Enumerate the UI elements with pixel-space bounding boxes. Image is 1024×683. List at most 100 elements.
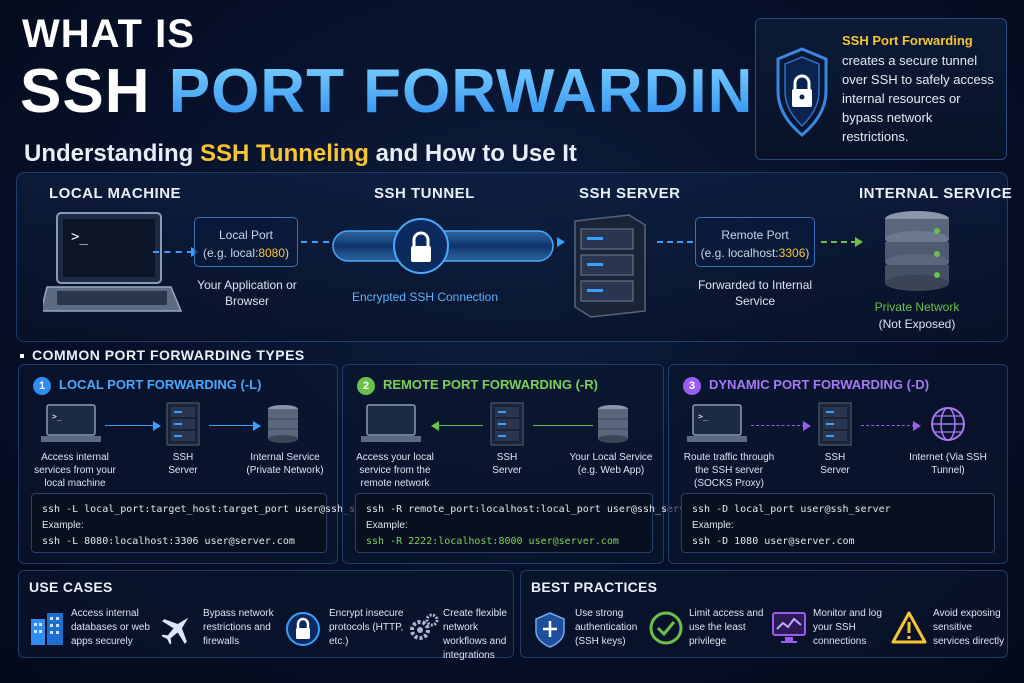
title-line-1: WHAT IS [22,12,195,56]
remote-port-example-suffix: ) [805,246,810,260]
command-example: ssh -D 1080 user@server.com [692,536,855,547]
buildings-icon [31,613,63,645]
tunnel-icon [332,218,554,274]
check-icon [649,611,683,645]
flow-diagram: LOCAL MACHINE >_ Local Port (e.g. local:… [16,172,1012,342]
definition-title: SSH Port Forwarding [842,33,973,48]
type-title-dynamic: 3 DYNAMIC PORT FORWARDING (-D) [683,377,929,395]
local-port-title: Local Port [218,228,274,242]
use-cases-title: USE CASES [29,579,113,595]
remote-caption: Forwarded to Internal Service [697,278,813,308]
best-practice-text: Monitor and log your SSH connections [813,608,882,647]
shield-key-icon [535,612,565,648]
use-cases-panel: USE CASES Access internal databases or w… [18,570,514,661]
local-port-number: 8080 [258,246,286,260]
type-title-text: LOCAL PORT FORWARDING (-L) [59,377,262,392]
warning-icon [891,611,927,644]
server-icon [166,402,200,446]
type-title-text: DYNAMIC PORT FORWARDING (-D) [709,377,930,392]
command-example: ssh -L 8080:localhost:3306 user@server.c… [42,536,295,547]
ssh-tunnel-label: SSH TUNNEL [374,185,475,202]
server-icon [818,402,852,446]
tunnel-caption: Encrypted SSH Connection [351,290,499,304]
database-icon [268,405,298,443]
globe-icon [931,407,965,441]
type-card-remote: 2 REMOTE PORT FORWARDING (-R) Access your… [342,364,698,564]
remote-port-example-prefix: (e.g. localhost: [700,246,779,260]
local-port-example-prefix: (e.g. local: [202,246,259,260]
database-icon [885,211,949,291]
type-caption-mid: SSH Server [492,452,522,476]
type-card-dynamic: 3 DYNAMIC PORT FORWARDING (-D) >_ Route t… [668,364,1008,564]
type-caption-right: Internal Service (Private Network) [246,452,324,476]
use-case-text: Encrypt insecure protocols (HTTP, etc.) [329,608,404,647]
shield-lock-icon [776,47,828,137]
laptop-icon: >_ [41,404,101,442]
type-caption-left: Route traffic through the SSH server (SO… [683,452,775,489]
type-card-local: 1 LOCAL PORT FORWARDING (-L) >_ Access in… [18,364,385,564]
command-box-dynamic: ssh -D local_port user@ssh_server Exampl… [681,493,995,553]
type-title-text: REMOTE PORT FORWARDING (-R) [383,377,598,392]
type-number: 2 [357,377,375,395]
monitor-icon [772,612,806,643]
not-exposed-label: (Not Exposed) [878,317,956,331]
types-heading: COMMON PORT FORWARDING TYPES [20,347,305,363]
subtitle-part-1: Understanding [24,140,194,167]
database-icon [598,405,628,443]
command-syntax: ssh -R remote_port:localhost:local_port … [366,504,698,515]
server-icon [490,402,524,446]
page-title: SSH PORT FORWARDING? [20,56,841,127]
definition-text: creates a secure tunnel over SSH to safe… [842,53,994,144]
subtitle-part-3: and How to Use It [375,140,577,167]
internal-service-label: INTERNAL SERVICE [859,185,1013,202]
best-practice-text: Use strong authentication (SSH keys) [575,608,638,647]
command-box-remote: ssh -R remote_port:localhost:local_port … [355,493,698,553]
type-caption-right: Internet (Via SSH Tunnel) [909,452,987,476]
subtitle: Understanding SSH Tunneling and How to U… [24,140,577,168]
gears-icon [410,613,439,640]
definition-box: SSH Port Forwarding creates a secure tun… [755,18,1007,160]
best-practices-panel: BEST PRACTICES Use strong authentication… [520,570,1008,658]
local-port-box: Local Port (e.g. local:8080) [194,217,298,267]
type-number: 1 [33,377,51,395]
command-box-local: ssh -L local_port:target_host:target_por… [31,493,385,553]
laptop-icon: >_ [687,404,747,442]
local-caption: Your Application or Browser [197,278,297,308]
type-caption-left: Access internal services from your local… [34,452,116,489]
subtitle-highlight: SSH Tunneling [200,140,369,167]
remote-port-title: Remote Port [721,228,789,242]
example-label: Example: [42,520,84,531]
remote-port-number: 3306 [778,246,806,260]
remote-port-box: Remote Port (e.g. localhost:3306) [695,217,815,267]
type-caption-mid: SSH Server [168,452,198,476]
best-practice-text: Limit access and use the least privilege [689,608,764,647]
command-example: ssh -R 2222:localhost:8000 user@server.c… [366,536,619,547]
example-label: Example: [692,520,734,531]
svg-text:>_: >_ [698,412,708,421]
type-caption-mid: SSH Server [820,452,850,476]
type-number: 3 [683,377,701,395]
ssh-server-label: SSH SERVER [579,185,681,202]
local-port-example-suffix: ) [285,246,290,260]
airplane-icon [161,617,189,645]
svg-text:>_: >_ [71,229,88,245]
best-practice-text: Avoid exposing sensitive services direct… [933,608,1005,647]
server-icon [574,214,646,318]
type-caption-right: Your Local Service (e.g. Web App) [569,452,653,476]
title-port-forwarding: PORT FORWARDING? [168,57,842,126]
use-case-text: Bypass network restrictions and firewall… [203,608,274,647]
best-practices-title: BEST PRACTICES [531,579,658,595]
command-syntax: ssh -D local_port user@ssh_server [692,504,891,515]
laptop-icon: >_ [43,212,183,312]
local-machine-label: LOCAL MACHINE [49,185,182,202]
use-case-text: Access internal databases or web apps se… [71,608,150,647]
lock-icon [286,612,320,646]
title-ssh: SSH [20,57,151,126]
type-caption-left: Access your local service from the remot… [356,452,434,489]
svg-text:>_: >_ [52,412,62,421]
use-case-text: Create flexible network workflows and in… [443,608,507,661]
type-title-remote: 2 REMOTE PORT FORWARDING (-R) [357,377,598,395]
laptop-icon [361,404,421,442]
example-label: Example: [366,520,408,531]
private-network-label: Private Network [874,300,960,314]
